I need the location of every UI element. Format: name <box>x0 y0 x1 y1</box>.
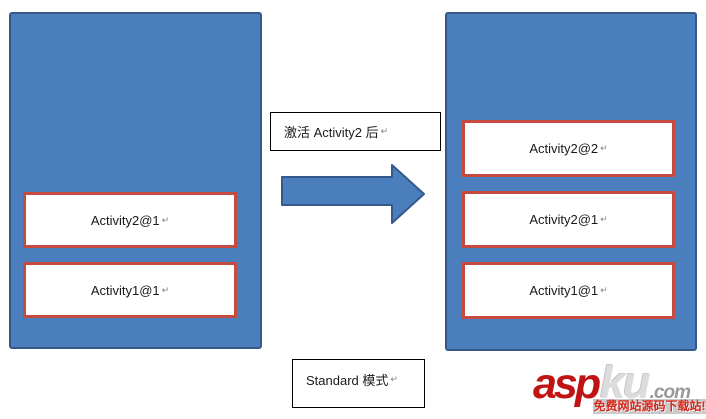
return-mark-icon: ↵ <box>380 126 389 136</box>
activity-card-label: Activity2@1 <box>529 212 599 227</box>
mode-label-box: Standard 模式↵ <box>292 359 425 408</box>
return-mark-icon: ↵ <box>600 285 608 295</box>
activity-card: Activity2@2↵ <box>462 120 675 177</box>
activity-card: Activity1@1↵ <box>23 262 237 318</box>
right-arrow-icon <box>281 164 425 224</box>
activity-card: Activity1@1↵ <box>462 262 675 319</box>
watermark-brand-suffix: ku <box>600 357 650 408</box>
watermark-brand-prefix: asp <box>533 360 601 408</box>
activity-card: Activity2@1↵ <box>462 191 675 248</box>
transition-label-box: 激活 Activity2 后↵ <box>270 112 441 151</box>
mode-label: Standard 模式 <box>306 373 389 388</box>
return-mark-icon: ↵ <box>600 214 608 224</box>
watermark-tagline: 免费网站源码下载站! <box>593 399 706 414</box>
return-mark-icon: ↵ <box>390 374 398 384</box>
activity-card: Activity2@1↵ <box>23 192 237 248</box>
activity-card-label: Activity2@2 <box>529 141 599 156</box>
activity-card-label: Activity1@1 <box>529 283 599 298</box>
activity-card-label: Activity1@1 <box>90 282 160 298</box>
transition-label: 激活 Activity2 后 <box>284 125 379 140</box>
activity-card-label: Activity2@1 <box>90 212 160 228</box>
return-mark-icon: ↵ <box>161 214 170 225</box>
return-mark-icon: ↵ <box>600 143 608 153</box>
return-mark-icon: ↵ <box>161 284 170 295</box>
watermark-domain: .com <box>649 382 691 403</box>
